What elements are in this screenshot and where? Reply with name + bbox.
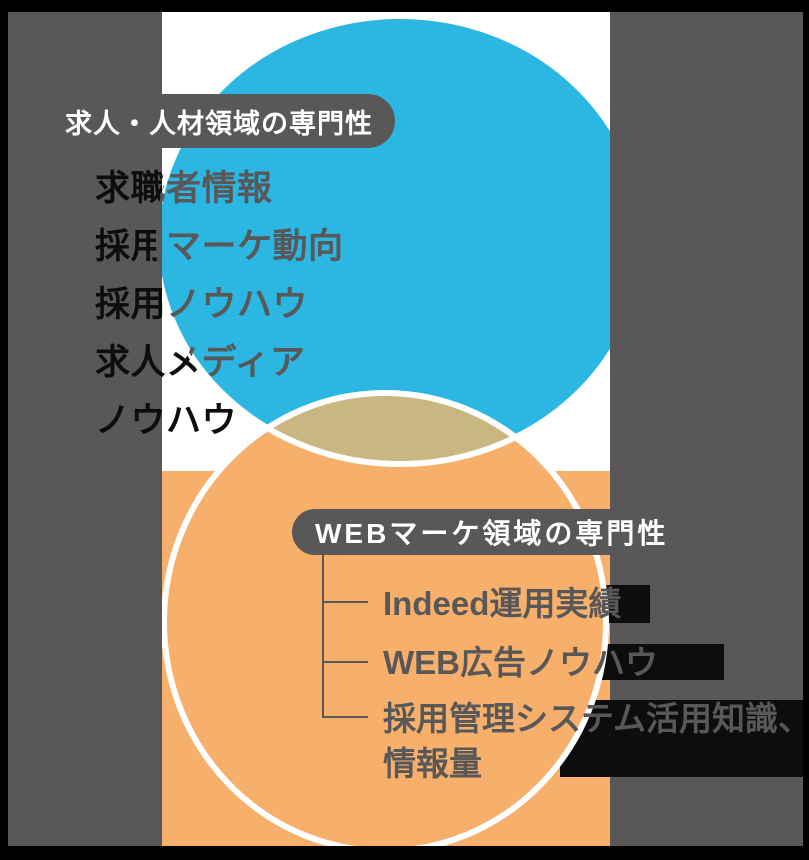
connector-branch-2 bbox=[322, 661, 368, 663]
frame-border-left bbox=[0, 0, 8, 860]
frame-border-top bbox=[0, 0, 809, 12]
frame-border-bottom bbox=[0, 846, 809, 860]
orange-circle bbox=[164, 393, 606, 846]
orange-circle-ring bbox=[162, 390, 609, 846]
top-list-item: 採用マーケ動向 bbox=[95, 227, 344, 266]
top-list-item: 求職者情報 bbox=[95, 169, 273, 208]
connector-vertical-line bbox=[322, 551, 324, 718]
bottom-list-item: 採用管理システム活用知識、情報量 bbox=[383, 700, 809, 782]
frame-border-right bbox=[803, 0, 809, 860]
black-highlight-box-2 bbox=[598, 644, 724, 680]
bottom-circle-label: WEBマーケ領域の専門性 bbox=[315, 518, 669, 549]
top-circle-label-pill: 求人・人材領域の専門性 bbox=[0, 94, 395, 148]
bottom-list-item: Indeed運用実績 bbox=[383, 585, 622, 622]
top-circle-label: 求人・人材領域の専門性 bbox=[65, 108, 373, 139]
top-list-item: 採用ノウハウ bbox=[95, 285, 309, 324]
black-highlight-box-3 bbox=[560, 700, 809, 777]
top-list-item-shadow: ノウハウ bbox=[95, 401, 238, 440]
connector-branch-3 bbox=[322, 716, 368, 718]
bottom-circle-label-pill: WEBマーケ領域の専門性 bbox=[292, 509, 809, 555]
bottom-list-item: WEB広告ノウハウ bbox=[383, 644, 658, 681]
connector-branch-1 bbox=[322, 601, 368, 603]
blue-circle-ring bbox=[162, 13, 610, 467]
